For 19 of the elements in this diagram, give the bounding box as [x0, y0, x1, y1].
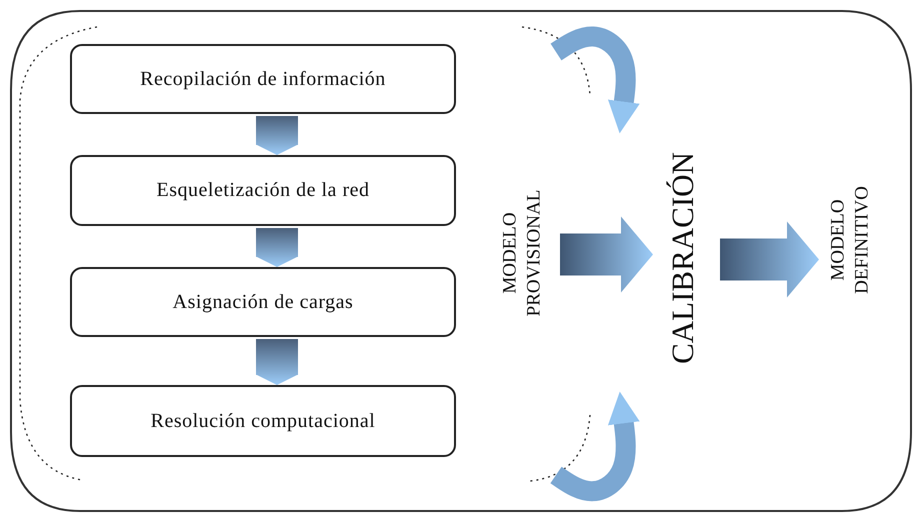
- process-box: [70, 44, 456, 114]
- stage-title: CALIBRACIÓN: [666, 150, 700, 366]
- box-label: Resolución computacional: [150, 410, 376, 432]
- process-box: [70, 267, 456, 337]
- outer-frame: [10, 10, 912, 512]
- box-label: Esqueletización de la red: [156, 179, 370, 202]
- block-arrow: [720, 222, 819, 298]
- curved-arrow: [550, 392, 640, 502]
- curved-arrow: [550, 26, 640, 134]
- block-arrow: [256, 228, 298, 267]
- process-box: [70, 385, 456, 457]
- box-label: Asignación de cargas: [172, 290, 354, 314]
- process-box: [70, 155, 456, 226]
- block-arrow: [256, 339, 298, 385]
- block-arrow: [256, 116, 298, 155]
- stage-label: MODELO DEFINITIVO: [826, 185, 873, 296]
- block-arrow: [560, 216, 653, 292]
- stage-label: MODELO PROVISIONAL: [498, 188, 545, 318]
- box-label: Recopilación de información: [140, 68, 386, 90]
